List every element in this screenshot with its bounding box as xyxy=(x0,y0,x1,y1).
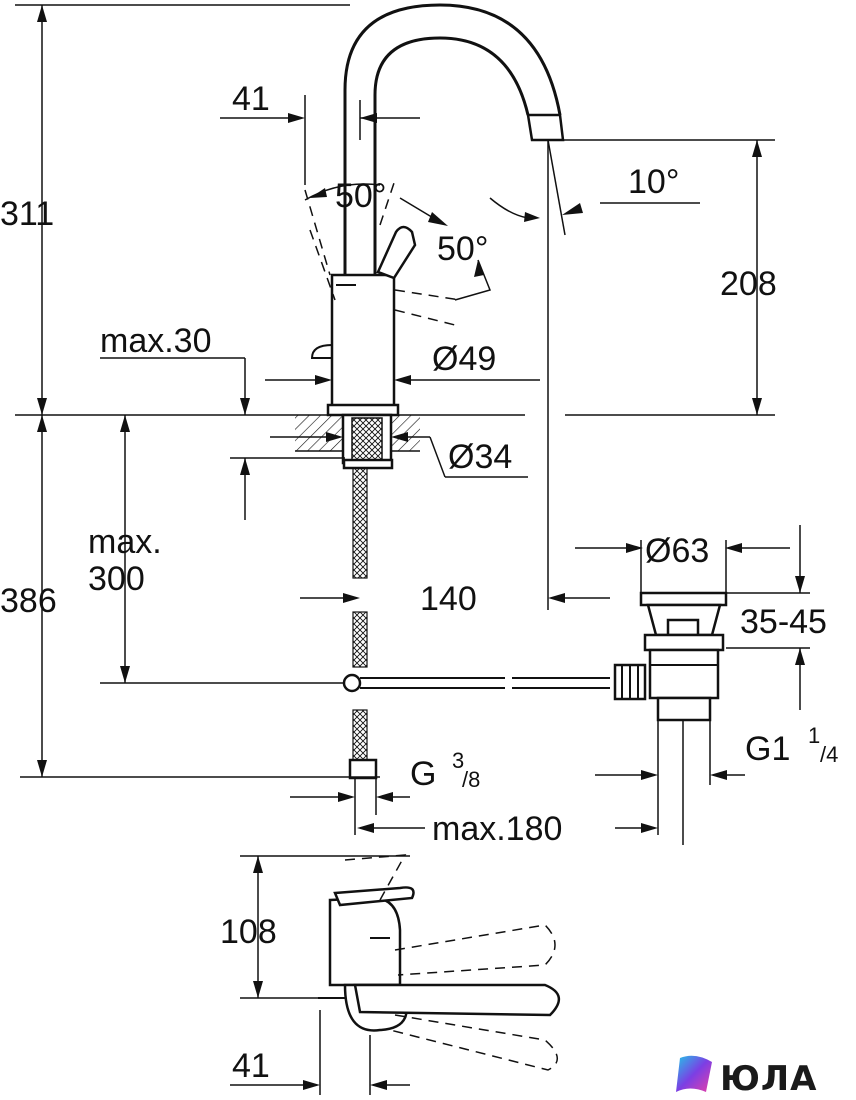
dim-supply-thread-num: 3 xyxy=(452,748,464,773)
waste-fitting xyxy=(613,591,728,722)
dim-max-deck: max.30 xyxy=(100,322,212,360)
dim-waste-thread-num: 1 xyxy=(808,723,820,748)
dim-spout-reach: 140 xyxy=(420,580,477,618)
dim-spout-angle: 10° xyxy=(628,163,679,201)
popup-rod xyxy=(100,673,610,693)
side-view xyxy=(318,854,560,1071)
dim-max-hose-line1: max. xyxy=(88,523,162,561)
dim-max-hose-line2: 300 xyxy=(88,560,145,598)
dim-handle-angle-left: 50° xyxy=(335,177,386,215)
dim-side-offset: 41 xyxy=(232,1047,270,1085)
shank-and-hoses xyxy=(341,413,394,780)
dim-total-height: 311 xyxy=(0,195,54,233)
dimension-lines xyxy=(20,5,810,1095)
dim-body-diameter: Ø49 xyxy=(432,340,496,378)
dim-waste-range: 35-45 xyxy=(740,603,827,641)
deck-line xyxy=(15,414,775,452)
dim-waste-thread-den: /4 xyxy=(820,742,838,767)
dim-spout-height: 208 xyxy=(720,265,777,303)
dim-handle-angle-right: 50° xyxy=(437,230,488,268)
logo-text: ЮЛА xyxy=(720,1059,817,1099)
faucet-body xyxy=(304,179,461,417)
dim-supply-thread-main: G xyxy=(410,755,436,793)
dim-supply-thread-den: /8 xyxy=(462,767,480,792)
dim-waste-diameter: Ø63 xyxy=(645,532,709,570)
dim-body-offset: 41 xyxy=(232,80,270,118)
dim-max-rod: max.180 xyxy=(432,810,562,848)
dim-waste-thread-main: G1 xyxy=(745,730,790,768)
dim-shank-diameter: Ø34 xyxy=(448,438,512,476)
brand-logo: ЮЛА xyxy=(676,1055,817,1099)
dim-side-height: 108 xyxy=(220,913,277,951)
dim-below-deck: 386 xyxy=(0,582,57,620)
logo-mark-icon xyxy=(676,1055,712,1092)
